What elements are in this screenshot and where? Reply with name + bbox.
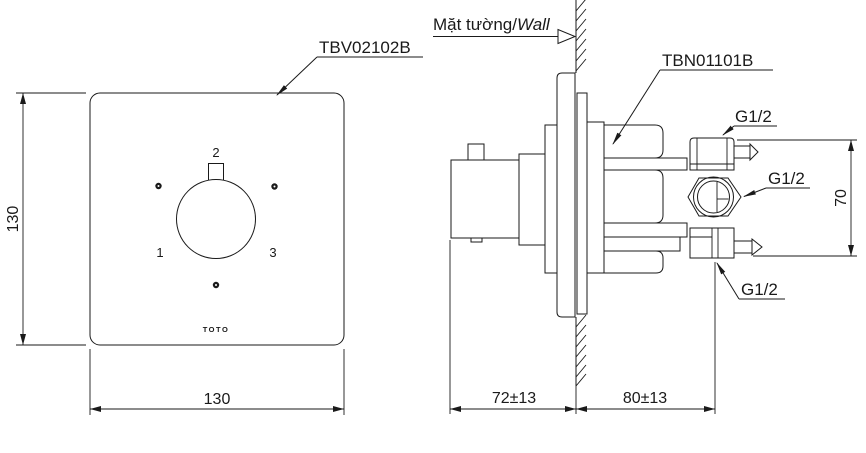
- body-pipe-top: [603, 157, 688, 171]
- screw-dot-right: [271, 183, 278, 190]
- wall-label: Mặt tường/Wall: [433, 15, 551, 34]
- thread-label-top: G1/2: [722, 107, 777, 136]
- dim-height-text: 130: [5, 206, 22, 233]
- front-view: 2 1 3 TOTO TBV02102B 130 130: [5, 38, 423, 415]
- wall-label-group: Mặt tường/Wall: [433, 15, 577, 45]
- escutcheon-flange: [556, 72, 576, 318]
- front-part-label: TBV02102B: [319, 38, 411, 57]
- plug-spike-top: [733, 142, 759, 162]
- arrow-right: [565, 406, 576, 412]
- knob-indicator-tab: [208, 163, 224, 181]
- knob-position-3: 3: [269, 245, 276, 260]
- arrow-up: [20, 93, 26, 104]
- thread-bottom-leader: [716, 262, 740, 300]
- body-band-top: [603, 124, 664, 159]
- side-view: Mặt tường/Wall: [433, 0, 857, 414]
- side-part-label-group: TBN01101B: [612, 51, 773, 145]
- dim-depth-group: 72±13 80±13: [449, 240, 716, 414]
- port-middle-outer: [693, 176, 734, 218]
- trim-plate: [544, 124, 558, 274]
- knob-position-2: 2: [212, 145, 219, 160]
- manifold: [687, 137, 763, 259]
- wall-arrowhead: [557, 28, 577, 45]
- dim-80-text: 80±13: [623, 390, 667, 407]
- valve-body: [576, 92, 688, 315]
- backing-plate: [576, 92, 588, 315]
- dim-ports-70: 70: [737, 139, 857, 257]
- screw-dot-bottom: [212, 281, 220, 289]
- side-part-label: TBN01101B: [662, 51, 753, 70]
- body-band-bottom: [603, 250, 664, 274]
- arrow-left: [576, 406, 587, 412]
- plug-spike-bottom: [733, 237, 763, 257]
- svg-text:G1/2: G1/2: [741, 280, 778, 299]
- side-part-leader-arrow: [612, 69, 661, 145]
- body-collar: [603, 236, 681, 252]
- dim-height-130: 130: [5, 92, 86, 346]
- front-part-label-group: TBV02102B: [276, 38, 423, 96]
- port-top: [689, 137, 735, 171]
- svg-text:G1/2: G1/2: [768, 169, 805, 188]
- knob: [176, 179, 256, 259]
- arrow-left: [450, 406, 461, 412]
- thread-middle-leader: [742, 187, 767, 197]
- handle-tab: [467, 143, 485, 161]
- handle-assembly: [450, 72, 576, 318]
- port-middle-hex-nut: [687, 177, 742, 217]
- port-middle-inner: [697, 180, 730, 214]
- dim-72-text: 72±13: [492, 390, 536, 407]
- brand-logo: TOTO: [203, 325, 230, 334]
- screw-dot-left: [155, 182, 162, 190]
- handle-stem: [518, 153, 546, 246]
- mounting-plate: [586, 121, 605, 274]
- body-band-middle: [603, 169, 664, 224]
- arrow-right: [333, 406, 344, 412]
- thread-top-leader: [722, 125, 735, 136]
- arrow-down: [20, 334, 26, 345]
- dim-70-text: 70: [833, 189, 850, 207]
- svg-text:G1/2: G1/2: [735, 107, 772, 126]
- arrow-right: [704, 406, 715, 412]
- arrow-down: [848, 245, 854, 256]
- front-part-leader-arrow: [276, 56, 318, 96]
- arrow-left: [90, 406, 101, 412]
- handle-body: [450, 159, 520, 239]
- wall-hatch: [575, 0, 587, 387]
- dim-width-text: 130: [204, 391, 231, 408]
- arrow-up: [848, 140, 854, 151]
- body-pipe-bottom: [603, 222, 688, 238]
- thread-label-middle: G1/2: [742, 169, 810, 197]
- thread-label-bottom: G1/2: [716, 262, 785, 300]
- dim-width-130: 130: [89, 349, 345, 415]
- handle-notch: [470, 237, 483, 243]
- faceplate: [89, 92, 345, 346]
- knob-position-1: 1: [156, 245, 163, 260]
